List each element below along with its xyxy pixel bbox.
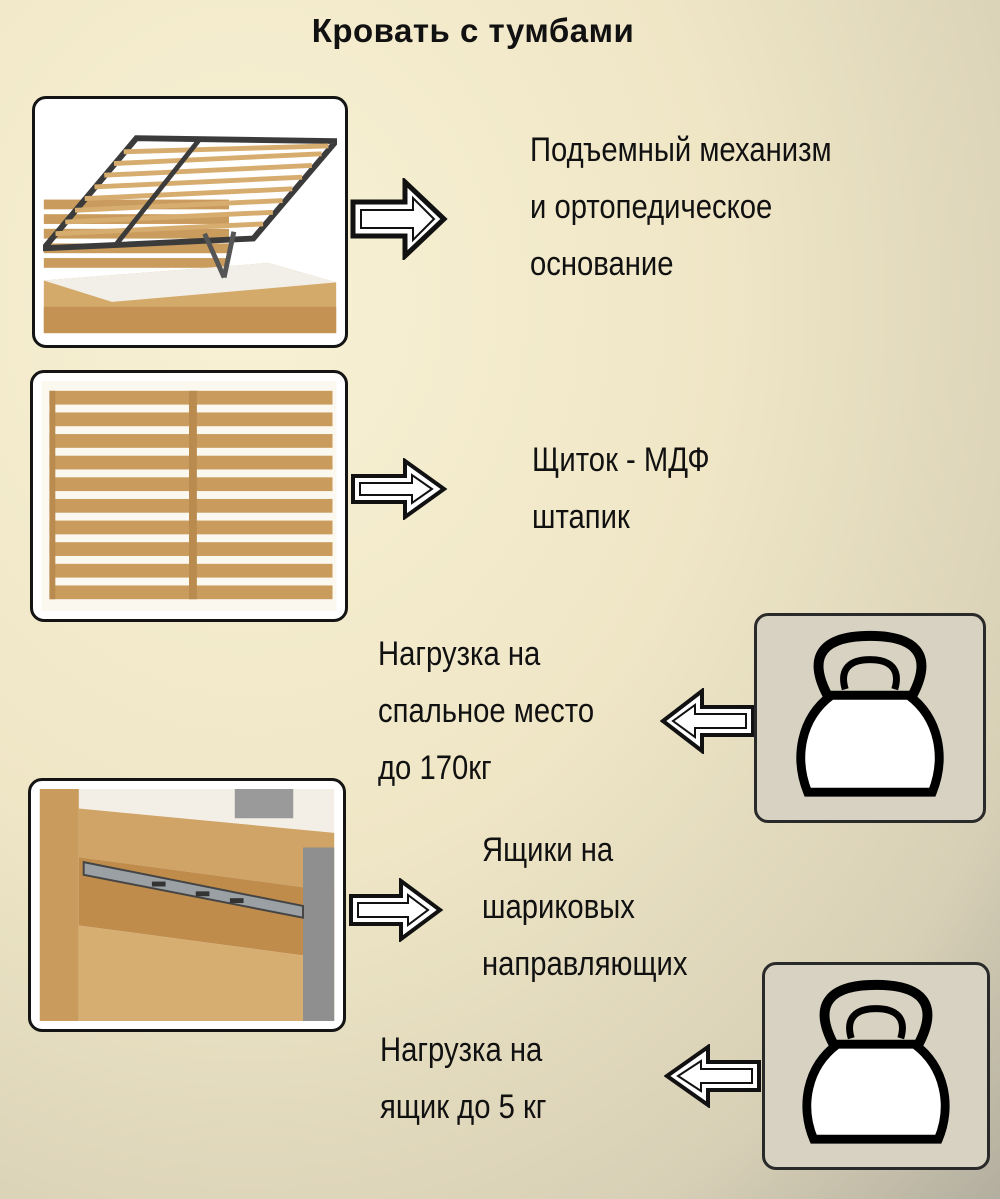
arrow-right-icon <box>350 458 448 520</box>
arrow-left-icon <box>660 688 756 754</box>
text-line: основание <box>530 245 674 283</box>
text-line: ящик до 5 кг <box>380 1088 547 1126</box>
arrow-right-icon <box>350 178 448 260</box>
page-title: Кровать с тумбами <box>311 12 635 49</box>
text-line: Нагрузка на <box>378 635 541 673</box>
text-line: Нагрузка на <box>380 1031 543 1069</box>
kettlebell-icon <box>754 613 986 823</box>
text-line: Щиток - МДФ <box>532 441 710 479</box>
text-line: шариковых <box>482 888 635 926</box>
lift-mechanism-image <box>32 96 348 348</box>
feature-label-lift: Подъемный механизм и ортопедическое осно… <box>530 122 832 293</box>
text-line: направляющих <box>482 945 688 983</box>
text-line: Подъемный механизм <box>530 131 832 169</box>
text-line: спальное место <box>378 692 595 730</box>
text-line: штапик <box>532 498 630 536</box>
headboard-panel-image <box>30 370 348 622</box>
feature-label-drawer-load: Нагрузка на ящик до 5 кг <box>380 1022 546 1136</box>
arrow-right-icon <box>348 878 444 942</box>
feature-label-drawers: Ящики на шариковых направляющих <box>482 822 687 993</box>
kettlebell-icon <box>762 962 990 1170</box>
text-line: до 170кг <box>378 749 492 787</box>
feature-label-headboard: Щиток - МДФ штапик <box>532 432 710 546</box>
drawer-slide-image <box>28 778 346 1032</box>
text-line: Ящики на <box>482 831 614 869</box>
feature-label-bed-load: Нагрузка на спальное место до 170кг <box>378 626 594 797</box>
arrow-left-icon <box>664 1044 762 1108</box>
text-line: и ортопедическое <box>530 188 773 226</box>
